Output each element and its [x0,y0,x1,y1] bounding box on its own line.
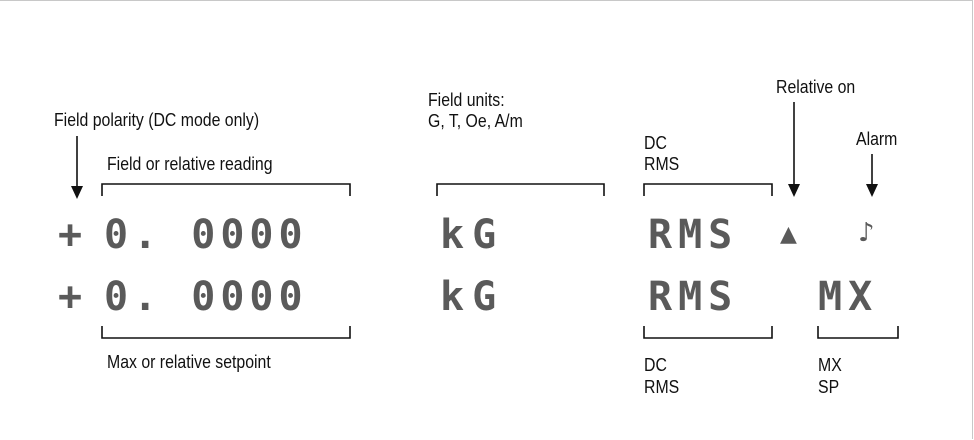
row2-mode: RMS [648,274,739,320]
top-mode-bracket [643,183,773,196]
row1-sign: + [58,212,89,258]
relative-on-icon: ▲ [780,222,797,247]
alarm-arrowhead [866,184,878,197]
alarm-label: Alarm [856,129,898,149]
sp-label: SP [818,377,840,397]
mx-sp-bracket [817,326,899,339]
alarm-icon: ♪ [858,218,875,248]
row2-units: kG [440,274,505,320]
top-rms-label: RMS [644,154,680,174]
field-polarity-label: Field polarity (DC mode only) [54,110,260,130]
field-units-title-label: Field units: [428,90,505,110]
mx-label: MX [818,355,842,375]
units-bracket [436,183,605,196]
row2-sign: + [58,274,89,320]
field-units-list-label: G, T, Oe, A/m [428,111,523,131]
polarity-arrowhead [71,186,83,199]
relative-on-label: Relative on [776,77,856,97]
max-or-setpoint-label: Max or relative setpoint [107,352,271,372]
bottom-dc-label: DC [644,355,667,375]
setpoint-bracket [101,326,351,339]
bottom-rms-label: RMS [644,377,680,397]
row1-mode: RMS [648,212,739,258]
field-or-relative-label: Field or relative reading [107,154,273,174]
row2-reading: 0. 0000 [104,274,308,320]
row1-reading: 0. 0000 [104,212,308,258]
field-reading-bracket [101,183,351,196]
bottom-mode-bracket [643,326,773,339]
row1-units: kG [440,212,505,258]
top-dc-label: DC [644,133,667,153]
relative-arrowhead [788,184,800,197]
row2-mode2: MX [818,274,879,320]
